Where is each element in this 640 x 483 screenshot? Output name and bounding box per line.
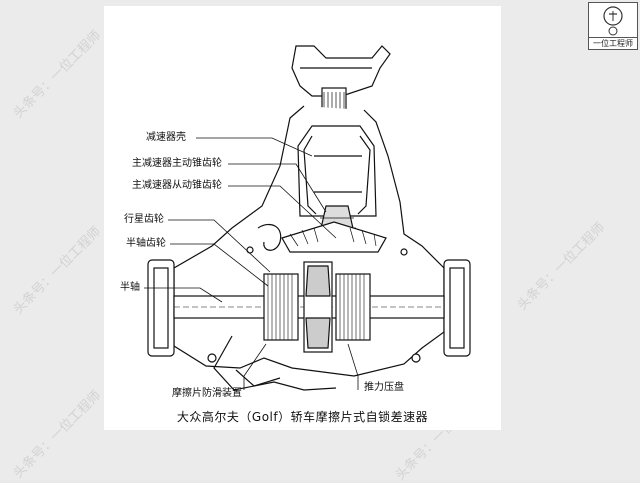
diagram-panel: 减速器壳 主减速器主动锥齿轮 主减速器从动锥齿轮 行星齿轮 半轴齿轮 半轴 摩擦… bbox=[104, 6, 501, 430]
figure-caption: 大众高尔夫（Golf）轿车摩擦片式自锁差速器 bbox=[176, 410, 429, 424]
watermark-text: 头条号：一位工程师 bbox=[10, 224, 105, 318]
watermark-text: 头条号：一位工程师 bbox=[10, 28, 105, 122]
logo-text: 一位工程师 bbox=[589, 37, 637, 49]
brand-logo: 一位工程师 bbox=[588, 2, 638, 50]
label-planet-gear: 行星齿轮 bbox=[124, 214, 164, 225]
label-housing: 减速器壳 bbox=[146, 132, 186, 143]
watermark-text: 头条号：一位工程师 bbox=[514, 220, 609, 314]
differential-drawing bbox=[144, 45, 471, 391]
label-drive-bevel-gear: 主减速器主动锥齿轮 bbox=[132, 158, 222, 169]
label-driven-bevel-gear: 主减速器从动锥齿轮 bbox=[132, 180, 222, 191]
logo-icon bbox=[603, 6, 623, 36]
label-half-shaft: 半轴 bbox=[120, 282, 140, 293]
watermark-text: 头条号：一位工程师 bbox=[10, 388, 105, 482]
label-thrust-plate: 推力压盘 bbox=[364, 382, 404, 393]
label-side-gear: 半轴齿轮 bbox=[126, 238, 166, 249]
label-anti-slip-device: 摩擦片防滑装置 bbox=[172, 388, 242, 399]
